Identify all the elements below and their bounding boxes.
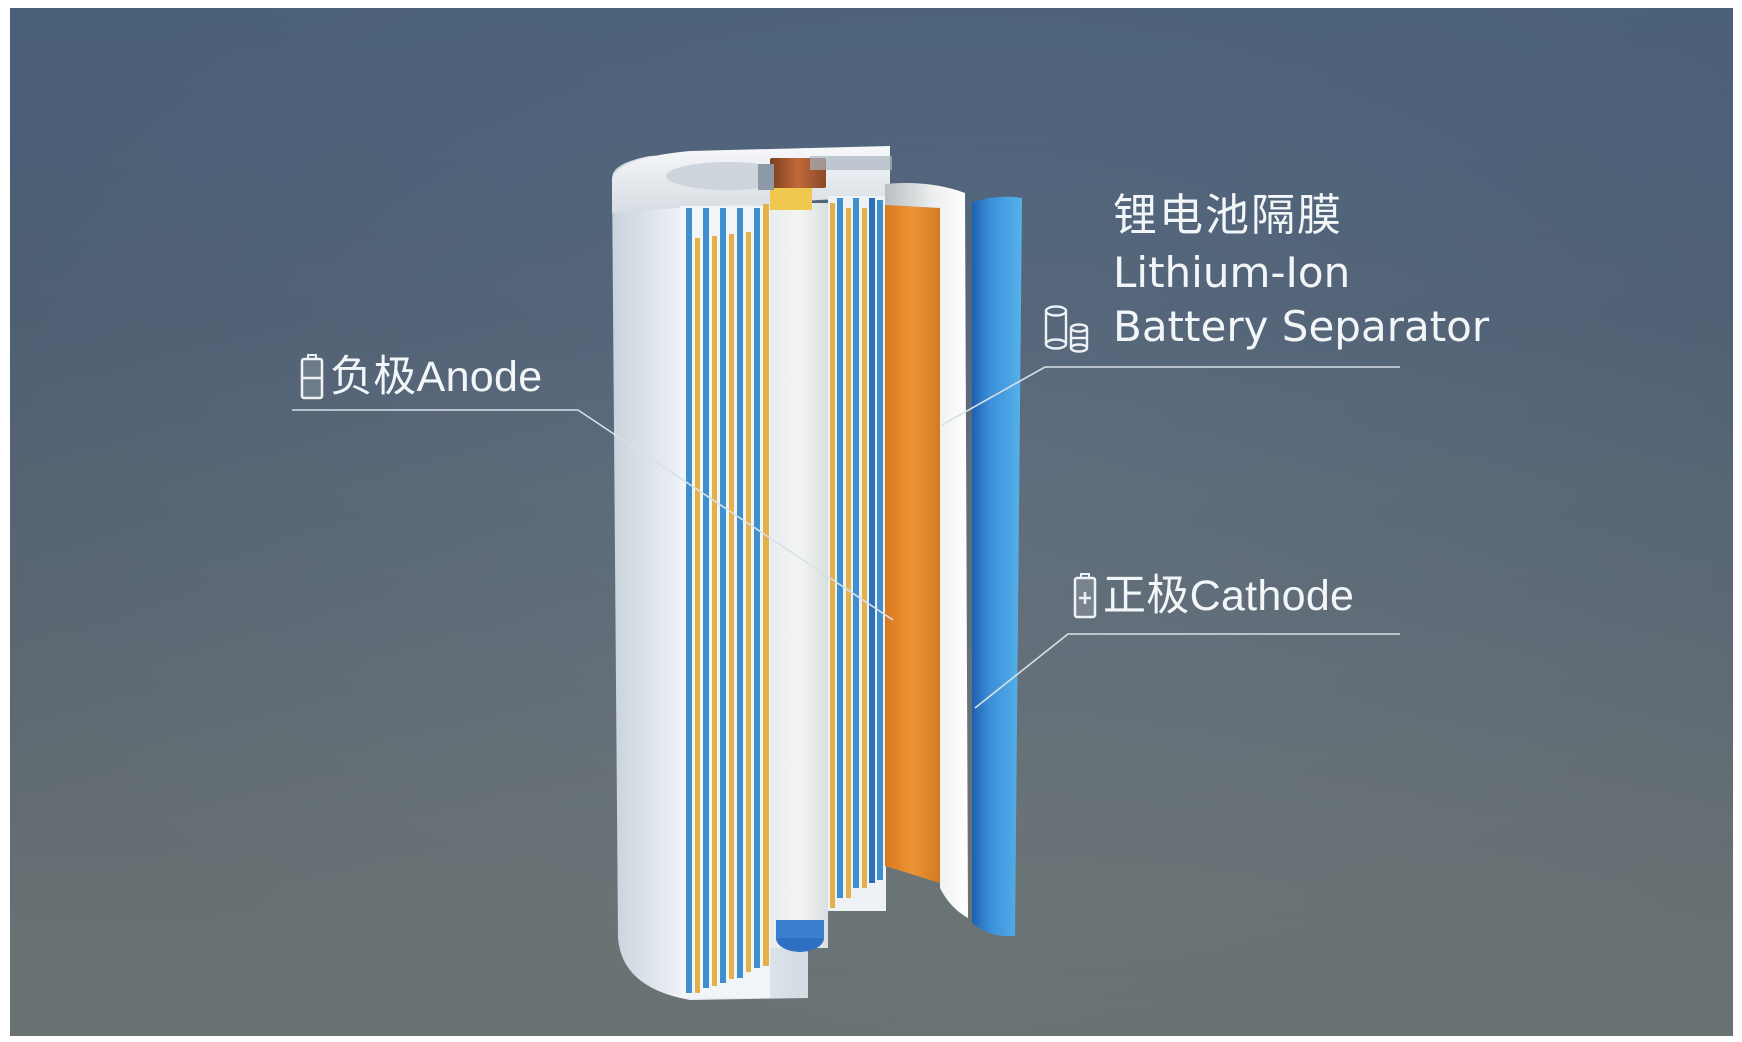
battery-cutaway-illustration [292,146,1400,1000]
separator-leader-line [941,366,1400,426]
cathode-label: 正极Cathode [1073,573,1354,619]
diagram-canvas: 负极Anode 锂电池隔膜 Lithium-Ion Battery Separa… [10,8,1733,1036]
separator-label: 锂电池隔膜 Lithium-Ion Battery Separator [1113,194,1489,348]
battery-empty-icon [300,354,324,400]
leader-lines [292,366,1400,709]
orange-electrode-plate [885,205,940,883]
separator-label-en-line2: Battery Separator [1113,302,1490,351]
anode-label: 负极Anode [300,354,542,400]
separator-sheet [885,183,968,918]
anode-leader-line [292,409,894,621]
cathode-leader-line [974,633,1400,709]
cathode-sheet [972,196,1022,937]
separator-label-cn: 锂电池隔膜 [1113,190,1343,241]
cathode-label-text: 正极Cathode [1103,571,1355,620]
right-electrode-stack [828,196,886,911]
cylinder-cells-icon [1044,305,1089,353]
battery-plus-icon [1073,573,1097,619]
left-electrode-stack [680,204,770,998]
separator-label-en-line1: Lithium-Ion [1113,248,1351,297]
battery-core [770,203,828,948]
anode-label-text: 负极Anode [330,352,543,401]
